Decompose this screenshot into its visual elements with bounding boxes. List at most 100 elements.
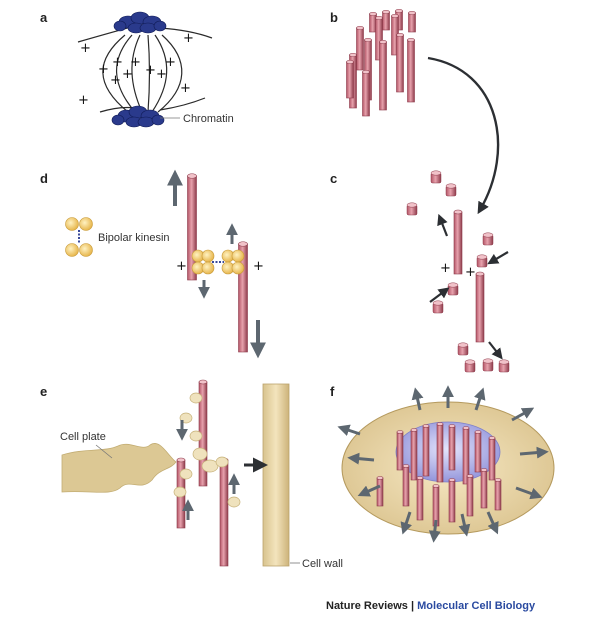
panel-b-microtubule-bundle: [346, 8, 416, 117]
panel-f-cell: [337, 385, 555, 543]
microtubule: [396, 430, 404, 471]
growth-arrow: [458, 513, 471, 537]
panel-d-plus-right: +: [253, 259, 264, 274]
growth-arrow: [428, 519, 441, 543]
cell-plate-shape: [61, 443, 177, 493]
growth-arrow: [519, 446, 549, 459]
growth-arrow: [347, 452, 375, 465]
nucleus: [395, 421, 501, 483]
panel-d-kinesin: Bipolar kinesin + +: [65, 173, 264, 353]
panel-a-spindle: + + + + + + + + + + + + Chromatin: [77, 11, 234, 128]
microtubule: [494, 478, 502, 511]
microtubule: [488, 436, 496, 481]
bipolar-kinesin-callout: Bipolar kinesin: [98, 232, 170, 244]
microtubule: [480, 468, 488, 509]
subunit-arrow: [437, 213, 449, 237]
subunit-arrow: [429, 287, 450, 303]
microtubule: [375, 15, 383, 61]
growth-arrow: [357, 484, 381, 497]
chromatin-callout: Chromatin: [183, 113, 234, 125]
motion-arrows: [167, 169, 266, 520]
microtubule: [407, 37, 415, 103]
microtubule: [379, 39, 387, 111]
panel-d-kinesin-motors: [191, 249, 245, 275]
svg-text:+: +: [98, 62, 109, 77]
growth-arrow: [511, 407, 535, 422]
subunit-arrow: [487, 251, 509, 265]
svg-text:+: +: [156, 67, 167, 82]
svg-text:+: +: [112, 55, 123, 70]
growth-arrow: [515, 486, 543, 500]
tubulin-subunit: [432, 300, 444, 314]
growth-arrow: [474, 387, 486, 411]
microtubule: [356, 25, 364, 71]
panel-label-e: e: [40, 384, 47, 399]
growth-arrow: [400, 511, 412, 535]
tubulin-subunit: [482, 232, 494, 246]
panel-f-arrows: [337, 385, 549, 543]
tubulin-subunit: [457, 342, 469, 356]
credit-separator: |: [407, 600, 418, 612]
cell-plate-callout: Cell plate: [60, 431, 106, 443]
svg-text:+: +: [165, 55, 176, 70]
microtubule: [410, 428, 418, 481]
panel-d-microtubules: [187, 173, 248, 353]
growth-arrow: [411, 387, 424, 411]
panel-label-c: c: [330, 171, 337, 186]
svg-text:+: +: [130, 55, 141, 70]
cell-wall-callout: Cell wall: [302, 558, 343, 570]
microtubule: [396, 32, 404, 93]
growth-arrow: [486, 511, 499, 535]
tubulin-subunit: [445, 183, 457, 197]
tubulin-subunit: [464, 359, 476, 373]
transition-arrow: [427, 56, 500, 215]
panel-label-a: a: [40, 10, 48, 25]
svg-text:+: +: [78, 93, 89, 108]
panel-f-microtubules: [376, 422, 502, 527]
microtubule-shrinking: [475, 271, 485, 343]
panel-label-d: d: [40, 171, 48, 186]
svg-text:+: +: [183, 31, 194, 46]
subunit-arrow: [488, 341, 503, 360]
microtubule: [408, 10, 416, 33]
panel-label-f: f: [330, 384, 335, 399]
panel-c-dynamics: ++: [406, 170, 510, 373]
microtubule: [346, 59, 354, 99]
microtubule: [402, 464, 410, 507]
microtubule: [448, 424, 456, 471]
tubulin-subunit: [498, 359, 510, 373]
microtubule: [395, 8, 403, 31]
microtubule: [422, 424, 430, 477]
svg-text:+: +: [180, 81, 191, 96]
microtubule: [376, 476, 384, 507]
microtubule: [416, 476, 424, 521]
chromatin-bottom: [111, 105, 165, 128]
panel-e-cell-plate: Cell plate Cell wall: [60, 379, 343, 570]
microtubule: [432, 484, 440, 527]
bipolar-kinesin-icon: [65, 217, 93, 257]
microtubule: [382, 9, 390, 31]
tubulin-subunit: [406, 202, 418, 216]
svg-text:+: +: [122, 67, 133, 82]
svg-text:+: +: [145, 63, 156, 78]
panel-a-plus-signs: + + + + + + + + + + + +: [78, 31, 194, 108]
microtubule: [369, 11, 377, 33]
growth-arrow: [337, 424, 361, 436]
cell-wall: [262, 383, 290, 567]
chromatin-top: [113, 11, 167, 34]
microtubule: [462, 426, 470, 485]
microtubule: [436, 422, 444, 483]
microtubule: [466, 474, 474, 517]
journal-name: Nature Reviews: [326, 600, 408, 612]
panel-c-plus-left: +: [440, 261, 451, 276]
microtubule: [362, 69, 370, 117]
journal-section: Molecular Cell Biology: [417, 600, 536, 612]
microtubule-right: [238, 241, 248, 353]
panel-c-plus-right: +: [465, 265, 476, 280]
microtubule: [474, 430, 482, 473]
microtubule: [219, 457, 229, 567]
tubulin-subunit: [447, 282, 459, 296]
microtubule: [448, 478, 456, 523]
tubulin-subunit: [430, 170, 442, 184]
